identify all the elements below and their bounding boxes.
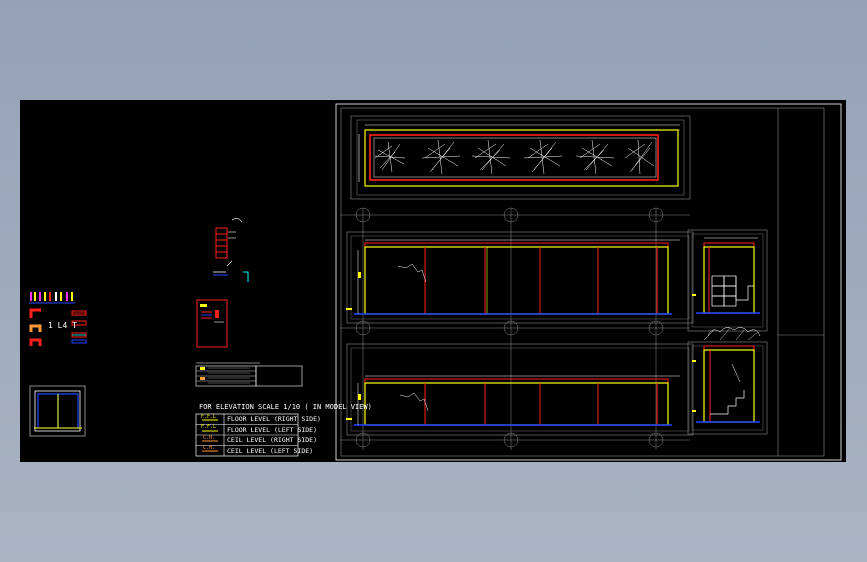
elevation-view-1 [346, 231, 694, 324]
sheet-frame [335, 103, 842, 461]
side-section-1 [687, 229, 768, 332]
legend-symbol-1: F.F.L [201, 414, 217, 420]
note-card [196, 299, 228, 348]
legend-text-4: CEIL LEVEL (LEFT SIDE) [227, 446, 314, 455]
grid-axes [340, 207, 690, 450]
level-table [195, 362, 303, 387]
plant-decor [374, 139, 655, 175]
legend-title: FOR ELEVATION SCALE 1/10 ( IN MODEL VIEW… [199, 403, 372, 411]
cad-drawing[interactable] [20, 100, 846, 462]
corner-symbol [29, 338, 42, 346]
elevation-view-2 [346, 343, 694, 436]
corner-symbol [29, 308, 41, 318]
legend-symbol-2: F.F.L [201, 424, 217, 430]
color-bars [29, 292, 75, 304]
small-label: 1 L4 T [48, 321, 77, 330]
legend-table [195, 413, 299, 457]
legend-text-2: FLOOR LEVEL (LEFT SIDE) [227, 425, 318, 434]
legend-text-1: FLOOR LEVEL (RIGHT SIDE) [227, 415, 321, 423]
corner-symbol [29, 324, 42, 332]
side-section-2 [687, 327, 768, 435]
legend-symbol-3: C.H. [203, 435, 216, 441]
legend-symbol-4: C.H. [203, 445, 216, 451]
symbol-samples-group [29, 292, 87, 437]
plan-view [350, 115, 691, 200]
section-detail-small [213, 218, 249, 282]
hatch-samples [71, 310, 87, 344]
door-detail [29, 385, 86, 437]
legend-text-3: CEIL LEVEL (RIGHT SIDE) [227, 436, 318, 444]
cad-model-viewport[interactable]: 1 L4 T FOR ELEVATION SCALE 1/10 ( IN MOD… [20, 100, 846, 462]
